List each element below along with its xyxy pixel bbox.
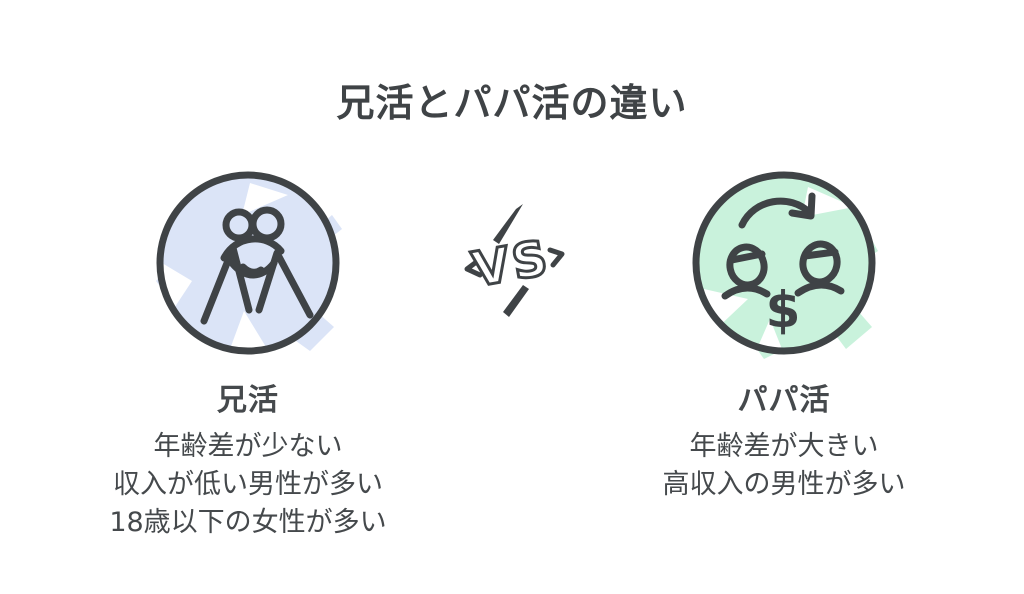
money-exchange-face-icon (721, 192, 845, 300)
left-desc-line: 18歳以下の女性が多い (109, 507, 387, 538)
left-accent-fill (163, 178, 333, 348)
right-badge: $ (692, 171, 878, 359)
left-description: 年齢差が少ない 収入が低い男性が多い 18歳以下の女性が多い (109, 428, 386, 542)
vs-label: VS (468, 230, 554, 299)
right-label: パパ活 (737, 383, 831, 418)
right-column: $ パパ活 年齢差が大きい 高収入の男性が多い (584, 163, 984, 504)
vs-bolts (493, 204, 529, 317)
vs-mark: VS (441, 196, 601, 336)
right-description: 年齢差が大きい 高収入の男性が多い (663, 428, 906, 504)
dollar-sign: $ (766, 281, 801, 339)
left-column: 兄活 年齢差が少ない 収入が低い男性が多い 18歳以下の女性が多い (48, 163, 448, 542)
right-badge-ring (692, 171, 876, 355)
vs-graphic: VS (464, 204, 565, 317)
vs-chevrons (464, 247, 565, 278)
left-badge (156, 171, 342, 355)
right-desc-line: 年齢差が大きい (689, 431, 879, 462)
left-desc-line: 年齢差が少ない (153, 431, 343, 462)
hugging-people-icon (200, 206, 314, 325)
right-desc-line: 高収入の男性が多い (662, 469, 906, 500)
left-badge-ring (156, 171, 340, 355)
page-title: 兄活とパパ活の違い (336, 81, 688, 125)
left-desc-line: 収入が低い男性が多い (112, 469, 383, 500)
left-label: 兄活 (217, 383, 279, 418)
